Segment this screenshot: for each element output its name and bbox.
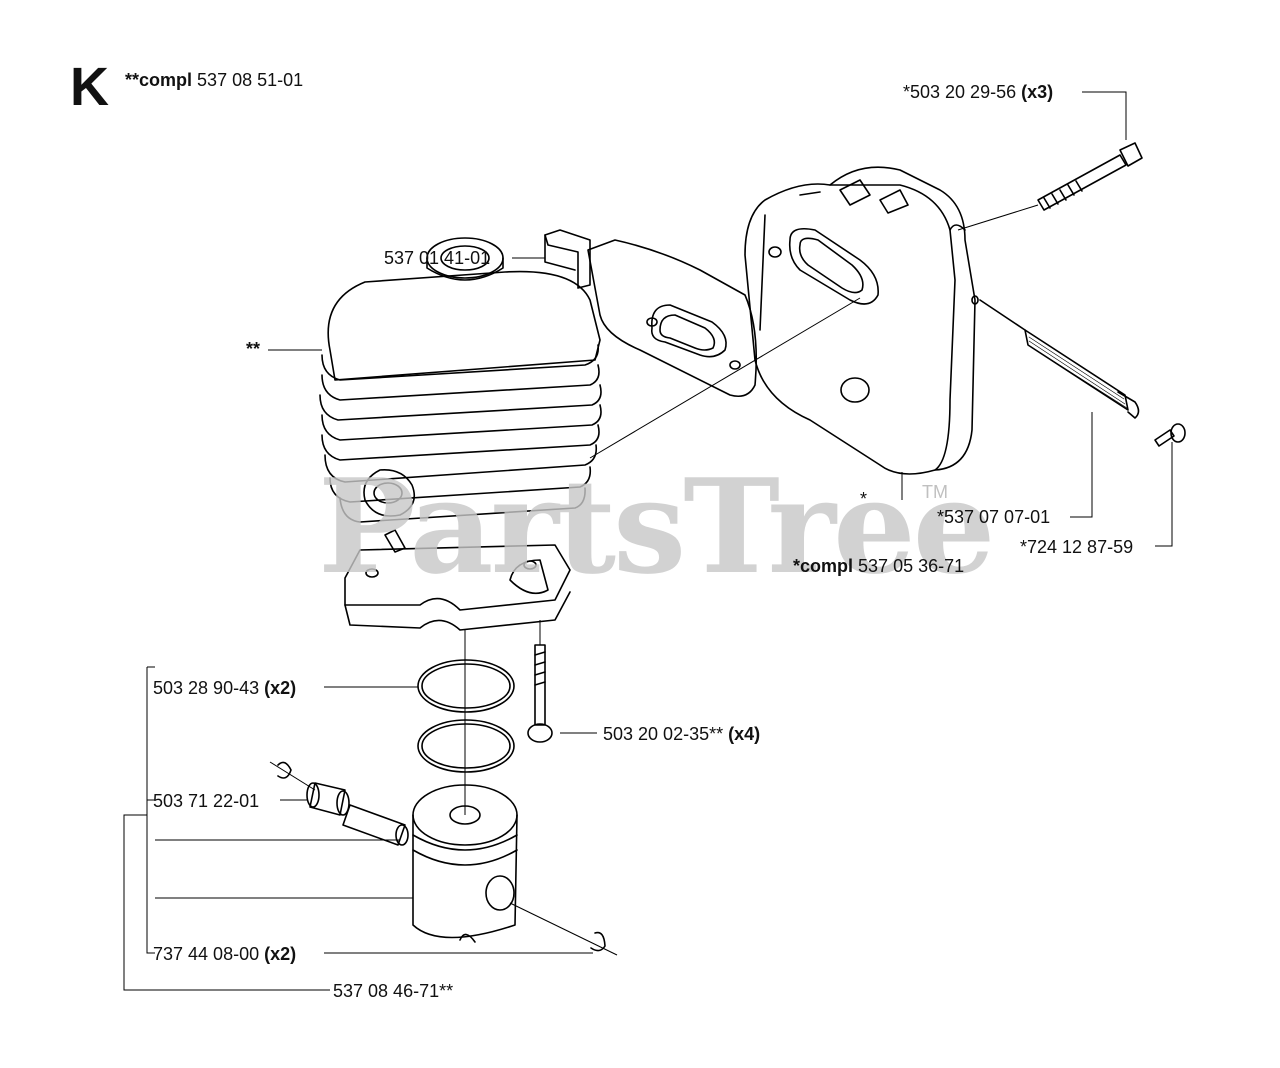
label-muffler-assembly: *compl 537 05 36-71 [793,557,964,575]
label-piston-kit: 537 08 46-71** [333,982,453,1000]
cyl-screws-qty: (x4) [728,724,761,744]
label-cylinder-screws: 503 20 02-35** (x4) [603,725,760,743]
bearing-pin-drawing [306,782,409,846]
screw-top-number: *503 20 29-56 [903,82,1017,102]
circlips-number: 737 44 08-00 [153,944,260,964]
rings-qty: (x2) [264,678,297,698]
cylinder-drawing [319,237,602,631]
watermark-text: PartsTree [318,450,995,603]
leader-lines [123,91,1173,991]
label-screen: *537 07 07-01 [937,508,1050,526]
label-bearing: 503 71 22-01 [153,792,259,810]
rings-number: 503 28 90-43 [153,678,260,698]
top-assembly-prefix: **compl [125,70,193,90]
label-rings: 503 28 90-43 (x2) [153,679,296,697]
cylinder-screw-drawing [527,644,553,743]
bearing-number: 503 71 22-01 [153,791,260,811]
top-assembly-number: 537 08 51-01 [197,70,304,90]
label-circlips: 737 44 08-00 (x2) [153,945,296,963]
cyl-screws-number: 503 20 02-35** [603,724,724,744]
bracket-number: 537 01 41-01 [384,248,491,268]
screw-top-qty: (x3) [1021,82,1054,102]
muffler-assembly-prefix: *compl [793,556,854,576]
label-bracket: 537 01 41-01 [384,249,490,267]
piston-kit-number: 537 08 46-71** [333,981,454,1001]
label-screw-top: *503 20 29-56 (x3) [903,83,1053,101]
circlips-qty: (x2) [264,944,297,964]
label-top-assembly: **compl 537 08 51-01 [125,71,303,89]
screen-mesh [1027,332,1128,409]
circlips-drawing [277,761,606,952]
muffler-marker: * [860,489,868,509]
small-screw-number: *724 12 87-59 [1020,537,1134,557]
screen-number: *537 07 07-01 [937,507,1051,527]
muffler-assembly-number: 537 05 36-71 [858,556,965,576]
section-letter: K [70,57,109,117]
label-muffler-marker: * [860,490,867,508]
long-screw-drawing [1037,142,1143,211]
gasket-bracket-drawing [544,229,757,398]
watermark-trademark: TM [922,482,948,502]
label-small-screw: *724 12 87-59 [1020,538,1133,556]
muffler-drawing [744,166,979,475]
piston-rings-drawing [417,659,515,773]
label-cylinder-marker: ** [246,340,260,358]
small-screw-drawing [1154,423,1186,447]
cylinder-marker: ** [246,339,261,359]
